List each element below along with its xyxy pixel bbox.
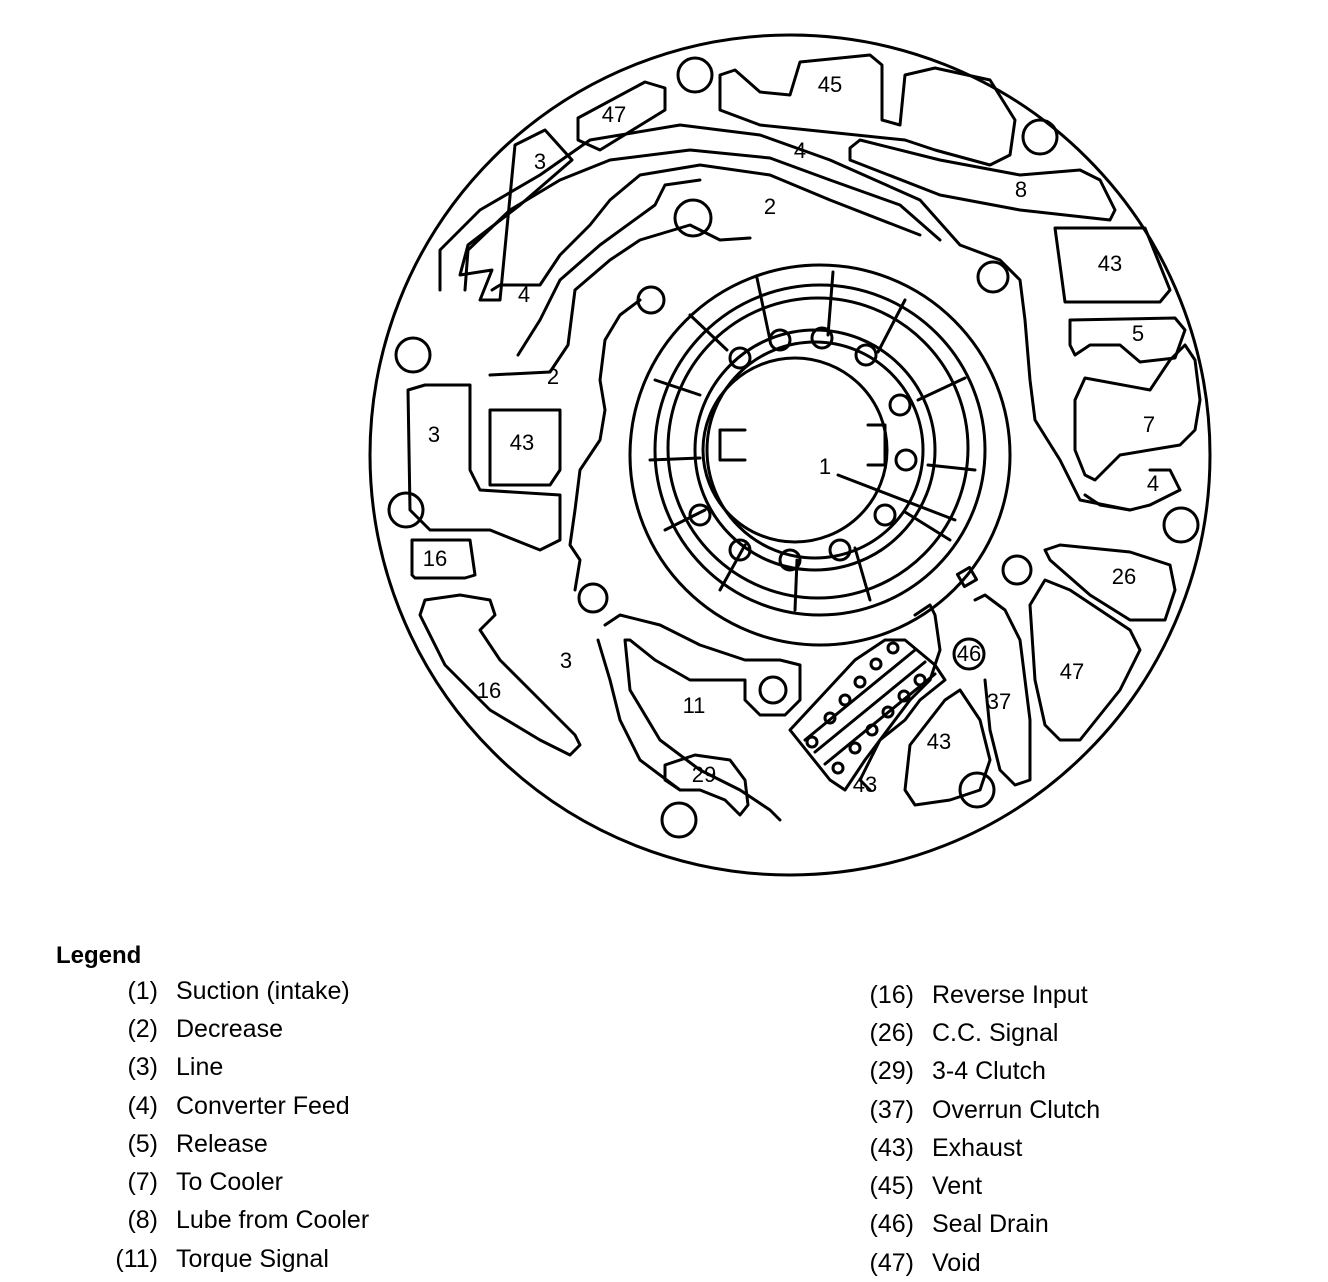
label-3-left: 3 — [428, 422, 440, 447]
legend-right-column: (16)Reverse Input (26)C.C. Signal (29)3-… — [850, 976, 1101, 1282]
label-46: 46 — [957, 641, 981, 666]
legend-item: (1)Suction (intake) — [127, 976, 350, 1005]
label-16-lower: 16 — [477, 678, 501, 703]
legend-item: (37)Overrun Clutch — [869, 1095, 1101, 1124]
label-26: 26 — [1112, 564, 1136, 589]
label-2-left: 2 — [547, 364, 559, 389]
legend-item: (16)Reverse Input — [869, 980, 1088, 1009]
label-2-upper: 2 — [764, 194, 776, 219]
label-7: 7 — [1143, 412, 1155, 437]
label-8: 8 — [1015, 177, 1027, 202]
label-4-left: 4 — [518, 282, 530, 307]
legend-item: (43)Exhaust — [869, 1133, 1023, 1162]
label-3-upper: 3 — [534, 149, 546, 174]
legend-item: (2)Decrease — [127, 1014, 283, 1043]
legend-left-column: (1)Suction (intake) (2)Decrease (3)Line … — [100, 972, 369, 1278]
legend-title: Legend — [56, 942, 142, 969]
legend-item: (45)Vent — [869, 1172, 983, 1201]
legend-item: (47)Void — [869, 1248, 981, 1277]
label-1: 1 — [819, 454, 831, 479]
legend-item: (8)Lube from Cooler — [127, 1206, 370, 1235]
label-16-box: 16 — [423, 546, 447, 571]
label-45: 45 — [818, 72, 842, 97]
label-29: 29 — [692, 762, 716, 787]
label-47-top: 47 — [602, 102, 626, 127]
label-5: 5 — [1132, 321, 1144, 346]
valve-spring — [803, 641, 937, 775]
legend-item: (26)C.C. Signal — [869, 1018, 1059, 1047]
fluid-passages — [406, 53, 1202, 822]
legend-item: (4)Converter Feed — [127, 1091, 350, 1120]
passage-labels: 45 47 3 4 8 2 43 4 5 2 3 43 7 1 4 16 26 … — [423, 72, 1159, 797]
bolt-holes — [387, 56, 1200, 839]
label-4-upper: 4 — [794, 138, 806, 163]
pump-cover-diagram: 45 47 3 4 8 2 43 4 5 2 3 43 7 1 4 16 26 … — [368, 33, 1212, 877]
legend-item: (7)To Cooler — [127, 1168, 283, 1197]
pump-rotor-assembly — [628, 263, 1012, 647]
legend-item: (11)Torque Signal — [115, 1244, 329, 1273]
legend-item: (46)Seal Drain — [869, 1210, 1049, 1239]
label-37: 37 — [987, 689, 1011, 714]
pump-outer-rim — [368, 33, 1212, 877]
label-3-lower: 3 — [560, 648, 572, 673]
label-43-bottom: 43 — [853, 772, 877, 797]
label-11: 11 — [683, 693, 706, 718]
label-43-right: 43 — [1098, 251, 1122, 276]
label-47-lower: 47 — [1060, 659, 1084, 684]
label-43-left: 43 — [510, 430, 534, 455]
label-43-bottom-right: 43 — [927, 729, 951, 754]
label-4-right: 4 — [1147, 471, 1159, 496]
legend-item: (3)Line — [127, 1053, 224, 1082]
legend-item: (29)3-4 Clutch — [869, 1057, 1046, 1086]
legend-item: (5)Release — [127, 1129, 268, 1158]
